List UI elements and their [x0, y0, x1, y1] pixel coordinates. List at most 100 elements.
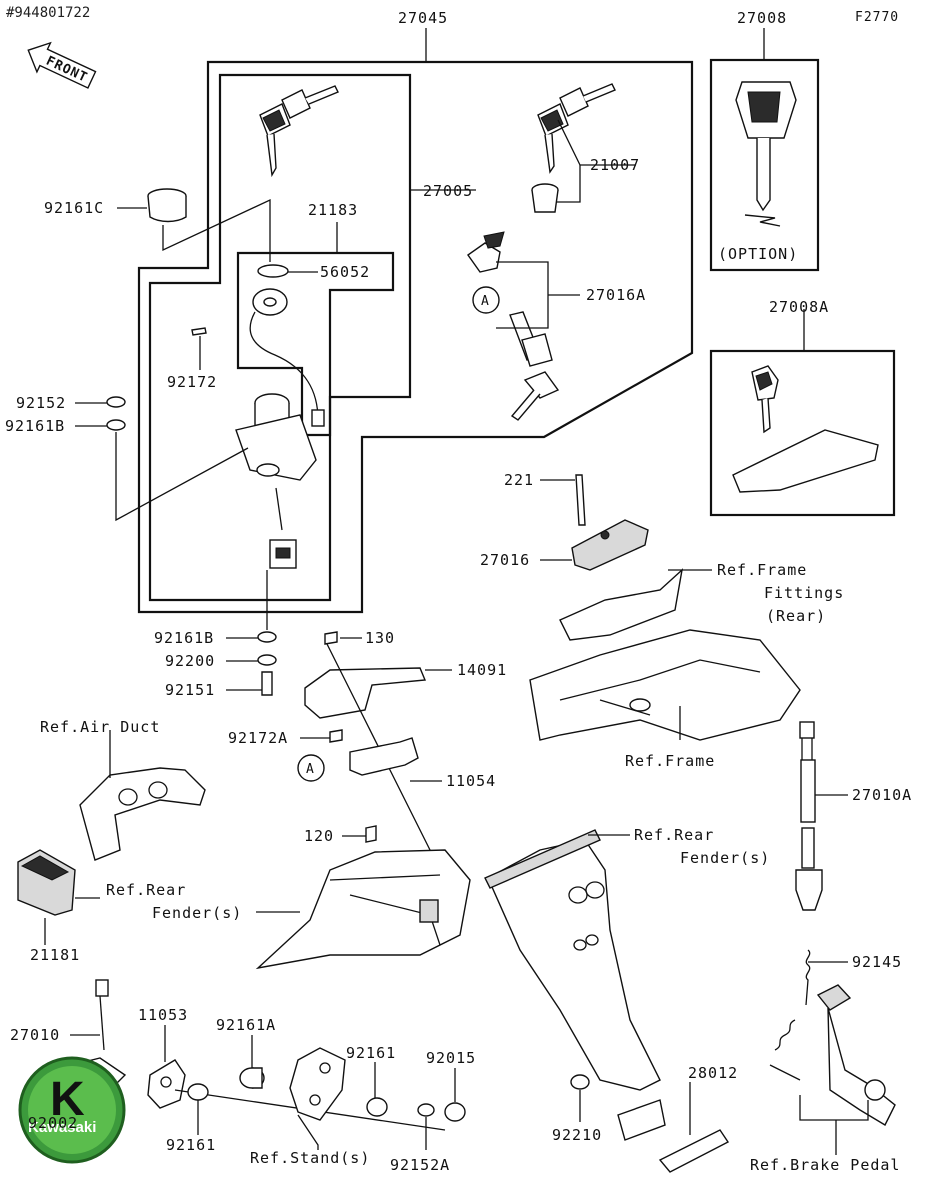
screw-92172-icon: [191, 327, 207, 336]
part-label-27010: 27010: [10, 1026, 60, 1044]
watermark-text: #944801722: [6, 5, 90, 21]
ref-frame-fittings-line1: Ref.Frame: [717, 561, 807, 579]
part-label-92161B-upper: 92161B: [5, 417, 65, 435]
washer-92161B-upper-icon: [106, 419, 126, 431]
part-label-130: 130: [365, 629, 395, 647]
part-label-92015: 92015: [426, 1049, 476, 1067]
brake-pedal-icon: [769, 984, 896, 1126]
key-pair-left-icon: [259, 85, 339, 178]
ref-frame: Ref.Frame: [625, 752, 715, 770]
ref-rear-fender-left-line1: Ref.Rear: [106, 881, 186, 899]
washer-92161B-lower-icon: [257, 631, 277, 643]
figure-code: F2770: [855, 10, 899, 25]
part-label-92200: 92200: [165, 652, 215, 670]
part-label-27045: 27045: [398, 9, 448, 27]
switch-wire-21183-icon: [249, 288, 325, 427]
option-key-27008-icon: [735, 81, 797, 227]
screw-92172A-icon: [329, 729, 343, 743]
option-box-27008A: [709, 349, 896, 517]
part-label-92145: 92145: [852, 953, 902, 971]
part-label-27016A: 27016A: [586, 286, 646, 304]
part-label-56052: 56052: [320, 263, 370, 281]
kit-outline-27005: [148, 73, 412, 602]
part-label-21183: 21183: [308, 201, 358, 219]
part-label-11054: 11054: [446, 772, 496, 790]
key-pair-right-icon: [537, 83, 616, 174]
washer-92152A-icon: [417, 1103, 435, 1117]
keys-27016A-icon: [509, 311, 560, 421]
part-label-27016: 27016: [480, 551, 530, 569]
ref-rear-fender-left-line2: Fender(s): [152, 904, 242, 922]
reflector-28012-icon: [617, 1099, 730, 1173]
logo-letter: K: [50, 1073, 85, 1126]
part-label-92210: 92210: [552, 1126, 602, 1144]
leader-lines: [44, 28, 869, 1155]
cap-27016A-icon: [467, 231, 505, 273]
ref-rear-fender-right-line2: Fender(s): [680, 849, 770, 867]
part-label-92161C: 92161C: [44, 199, 104, 217]
bracket-11054-icon: [349, 737, 419, 776]
front-arrow-icon: FRONT: [27, 41, 97, 89]
relay-21181-icon: [17, 849, 76, 916]
ignition-switch-icon: [235, 393, 317, 569]
ref-circle-a-top: [472, 286, 500, 314]
part-label-92161-left: 92161: [166, 1136, 216, 1154]
kawasaki-logo: K Kawasaki: [18, 1056, 126, 1164]
nut-92210-icon: [570, 1074, 590, 1090]
part-label-14091: 14091: [457, 661, 507, 679]
part-label-21007: 21007: [590, 156, 640, 174]
part-label-92172A: 92172A: [228, 729, 288, 747]
ref-circle-a-mid-label: A: [306, 762, 315, 777]
air-duct-bracket-icon: [79, 767, 206, 861]
part-label-27008A: 27008A: [769, 298, 829, 316]
part-label-92161A: 92161A: [216, 1016, 276, 1034]
lock-cylinder-21007-icon: [531, 183, 559, 213]
option-key-27008A-icon: [732, 365, 879, 493]
option-label: (OPTION): [718, 245, 798, 263]
spring-92145-icon: [805, 949, 811, 1006]
part-label-120: 120: [304, 827, 334, 845]
part-label-27008: 27008: [737, 9, 787, 27]
seal-56052-icon: [257, 264, 289, 278]
bracket-27016-icon: [559, 474, 684, 641]
stand-bracket-icon: [289, 1047, 346, 1121]
part-label-92151: 92151: [165, 681, 215, 699]
part-label-92152: 92152: [16, 394, 66, 412]
rear-fender-right-icon: [484, 829, 661, 1091]
ref-air-duct: Ref.Air Duct: [40, 718, 160, 736]
part-label-27010A: 27010A: [852, 786, 912, 804]
part-label-11053: 11053: [138, 1006, 188, 1024]
nut-92015-icon: [444, 1102, 466, 1122]
collar-92161A-icon: [239, 1067, 265, 1089]
ref-rear-fender-right-line1: Ref.Rear: [634, 826, 714, 844]
kit-outline-27045: [137, 60, 694, 614]
bolt-92151-icon: [261, 671, 273, 696]
part-label-92152A: 92152A: [390, 1156, 450, 1174]
washer-92161-left-icon: [187, 1083, 209, 1101]
part-label-21181: 21181: [30, 946, 80, 964]
frame-rear-icon: [529, 629, 801, 741]
part-label-92161B-lower: 92161B: [154, 629, 214, 647]
screw-120-icon: [365, 825, 377, 843]
ref-frame-fittings-line2: Fittings: [764, 584, 844, 602]
washer-92152-icon: [106, 396, 126, 408]
logo-text: Kawasaki: [28, 1119, 96, 1136]
part-label-221: 221: [504, 471, 534, 489]
ref-frame-fittings-line3: (Rear): [766, 607, 826, 625]
part-label-28012: 28012: [688, 1064, 738, 1082]
part-label-92161-right: 92161: [346, 1044, 396, 1062]
part-label-92172: 92172: [167, 373, 217, 391]
ref-circle-a-top-label: A: [481, 294, 490, 309]
rear-fender-left-icon: [255, 849, 471, 970]
screw-130-icon: [324, 631, 338, 645]
switch-27010A-icon: [795, 721, 823, 911]
bracket-11053-icon: [147, 1059, 186, 1109]
kit-outline-21183: [236, 251, 395, 437]
part-label-27005: 27005: [423, 182, 473, 200]
ref-stand: Ref.Stand(s): [250, 1149, 370, 1167]
ref-brake-pedal: Ref.Brake Pedal: [750, 1156, 900, 1174]
washer-92200-icon: [257, 654, 277, 666]
cap-92161C-icon: [147, 188, 187, 223]
collar-92161-right-icon: [366, 1097, 388, 1117]
